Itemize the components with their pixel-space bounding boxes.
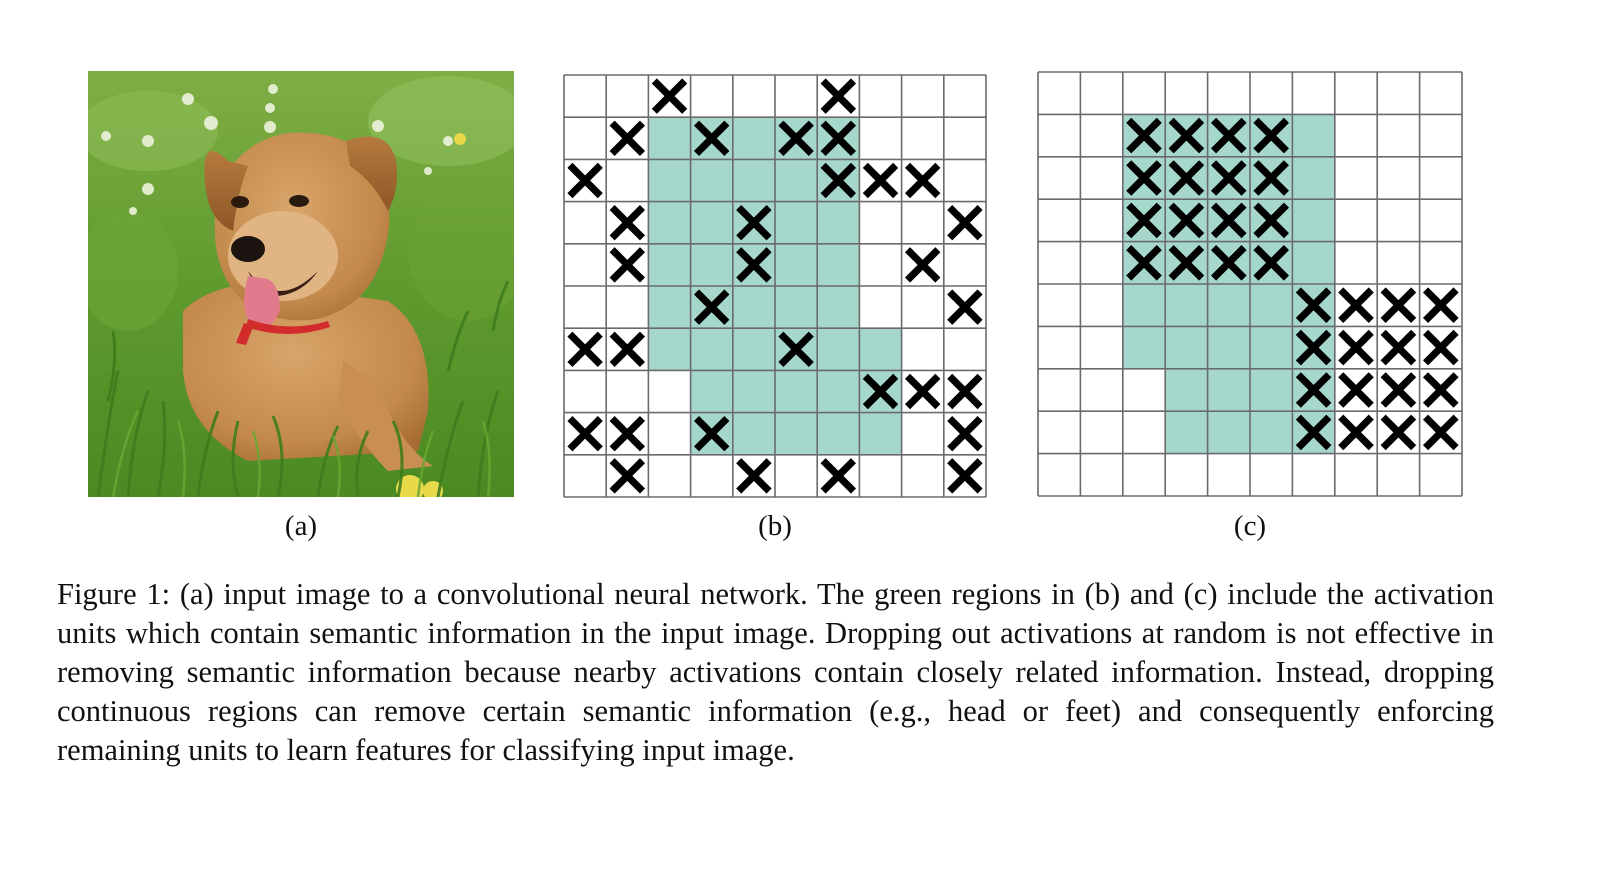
panel-label-c: (c) <box>1190 510 1310 543</box>
active-unit-cell <box>733 328 775 370</box>
active-unit-cell <box>1250 326 1292 368</box>
active-unit-cell <box>733 286 775 328</box>
active-unit-cell <box>691 159 733 201</box>
active-unit-cell <box>733 159 775 201</box>
active-unit-cell <box>859 328 901 370</box>
active-unit-cell <box>1208 411 1250 453</box>
active-unit-cell <box>1208 284 1250 326</box>
active-unit-cell <box>775 286 817 328</box>
active-unit-cell <box>1165 284 1207 326</box>
active-unit-cell <box>775 413 817 455</box>
active-unit-cell <box>817 413 859 455</box>
active-unit-cell <box>648 286 690 328</box>
active-unit-cell <box>1165 326 1207 368</box>
active-unit-cell <box>859 413 901 455</box>
active-unit-cell <box>648 328 690 370</box>
active-unit-cell <box>691 370 733 412</box>
active-unit-cell <box>1123 284 1165 326</box>
active-unit-cell <box>691 202 733 244</box>
active-unit-cell <box>817 370 859 412</box>
panel-label-a: (a) <box>241 510 361 543</box>
active-unit-cell <box>733 370 775 412</box>
active-unit-cell <box>733 117 775 159</box>
active-unit-cell <box>817 286 859 328</box>
active-unit-cell <box>1250 284 1292 326</box>
active-unit-cell <box>775 202 817 244</box>
panel-label-b: (b) <box>715 510 835 543</box>
active-unit-cell <box>817 328 859 370</box>
active-unit-cell <box>1292 199 1334 241</box>
active-unit-cell <box>775 370 817 412</box>
active-unit-cell <box>1292 157 1334 199</box>
active-unit-cell <box>648 202 690 244</box>
active-unit-cell <box>1292 242 1334 284</box>
active-unit-cell <box>1250 411 1292 453</box>
input-dog-image <box>88 71 514 497</box>
active-unit-cell <box>648 117 690 159</box>
active-unit-cell <box>817 202 859 244</box>
block-dropout-grid <box>1037 71 1463 497</box>
active-unit-cell <box>1165 369 1207 411</box>
active-unit-cell <box>1208 369 1250 411</box>
active-unit-cell <box>775 244 817 286</box>
active-unit-cell <box>691 328 733 370</box>
active-unit-cell <box>648 159 690 201</box>
active-unit-cell <box>775 159 817 201</box>
active-unit-cell <box>648 244 690 286</box>
active-unit-cell <box>1208 326 1250 368</box>
random-dropout-grid <box>563 74 987 498</box>
active-unit-cell <box>1250 369 1292 411</box>
active-unit-cell <box>691 244 733 286</box>
active-unit-cell <box>733 413 775 455</box>
active-unit-cell <box>1292 114 1334 156</box>
figure-caption: Figure 1: (a) input image to a convoluti… <box>57 575 1494 770</box>
active-unit-cell <box>1165 411 1207 453</box>
active-unit-cell <box>817 244 859 286</box>
active-unit-cell <box>1123 326 1165 368</box>
